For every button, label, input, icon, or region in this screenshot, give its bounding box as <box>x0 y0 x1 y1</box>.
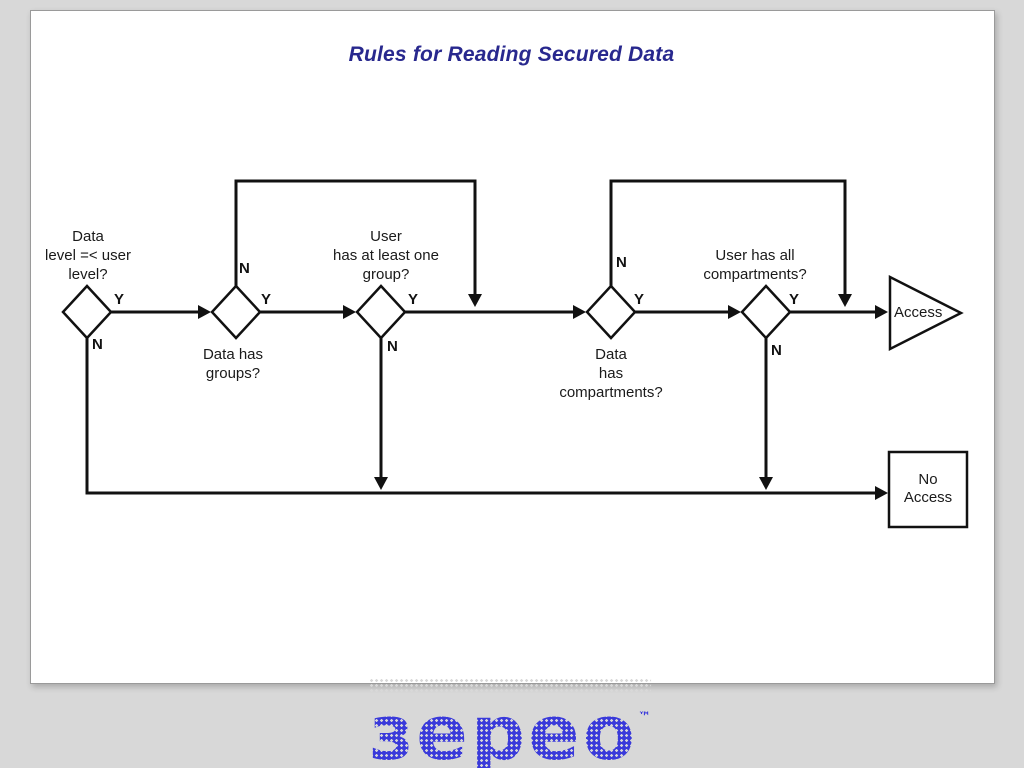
logo: зepeo™ <box>369 678 651 768</box>
decision-diamond-level <box>61 284 113 340</box>
no-label-5: N <box>771 342 782 359</box>
yes-label-4: Y <box>634 291 645 308</box>
decision-label-level: Data level =< user level? <box>45 228 131 283</box>
yes-label-3: Y <box>408 291 419 308</box>
no-access-label: No Access <box>903 471 953 506</box>
access-label: Access <box>894 304 943 321</box>
decision-label-data-has-groups: Data has groups? <box>202 346 264 382</box>
logo-text: зepeo <box>369 688 638 768</box>
slide <box>30 10 995 684</box>
yes-label-1: Y <box>114 291 125 308</box>
decision-label-data-compartments: Data has compartments? <box>559 346 663 401</box>
no-label-2: N <box>239 260 250 277</box>
decision-diamond-user-compartments <box>740 284 792 340</box>
yes-label-2: Y <box>261 291 272 308</box>
no-label-3: N <box>387 338 398 355</box>
trademark-symbol: ™ <box>637 710 651 725</box>
decision-diamond-user-group <box>355 284 407 340</box>
no-label-1: N <box>92 336 103 353</box>
decision-label-user-compartments: User has all compartments? <box>703 247 807 283</box>
access-terminal <box>888 274 964 352</box>
decision-diamond-data-has-groups <box>210 284 262 340</box>
decision-label-user-group: User has at least one group? <box>333 228 439 283</box>
no-label-4: N <box>616 254 627 271</box>
slide-title: Rules for Reading Secured Data <box>348 43 675 66</box>
flow-arrowheads <box>198 294 888 500</box>
decision-diamond-data-compartments <box>585 284 637 340</box>
flow-connectors <box>85 179 877 495</box>
no-access-terminal <box>887 450 969 529</box>
yes-label-5: Y <box>789 291 800 308</box>
